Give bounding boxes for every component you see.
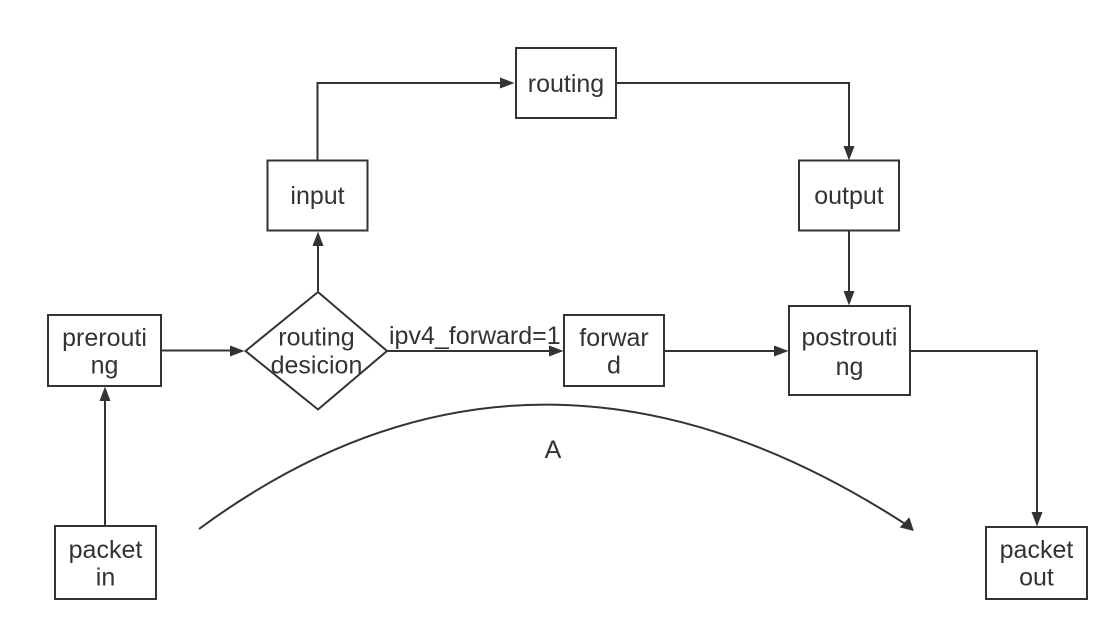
svg-text:desicion: desicion [271, 352, 363, 380]
svg-text:routing: routing [278, 324, 354, 352]
svg-text:ng: ng [91, 352, 119, 380]
svg-text:A: A [545, 436, 562, 464]
svg-text:forwar: forwar [579, 324, 648, 352]
svg-text:d: d [607, 352, 621, 380]
svg-text:packet: packet [1000, 536, 1074, 564]
svg-text:prerouti: prerouti [62, 324, 147, 352]
svg-text:in: in [96, 564, 115, 592]
svg-text:output: output [814, 182, 884, 210]
svg-text:packet: packet [69, 536, 143, 564]
svg-text:ipv4_forward=1: ipv4_forward=1 [389, 322, 561, 350]
svg-text:input: input [290, 182, 344, 210]
svg-text:routing: routing [528, 70, 604, 98]
svg-text:postrouti: postrouti [802, 324, 898, 352]
svg-text:out: out [1019, 564, 1054, 592]
svg-text:ng: ng [836, 353, 864, 381]
